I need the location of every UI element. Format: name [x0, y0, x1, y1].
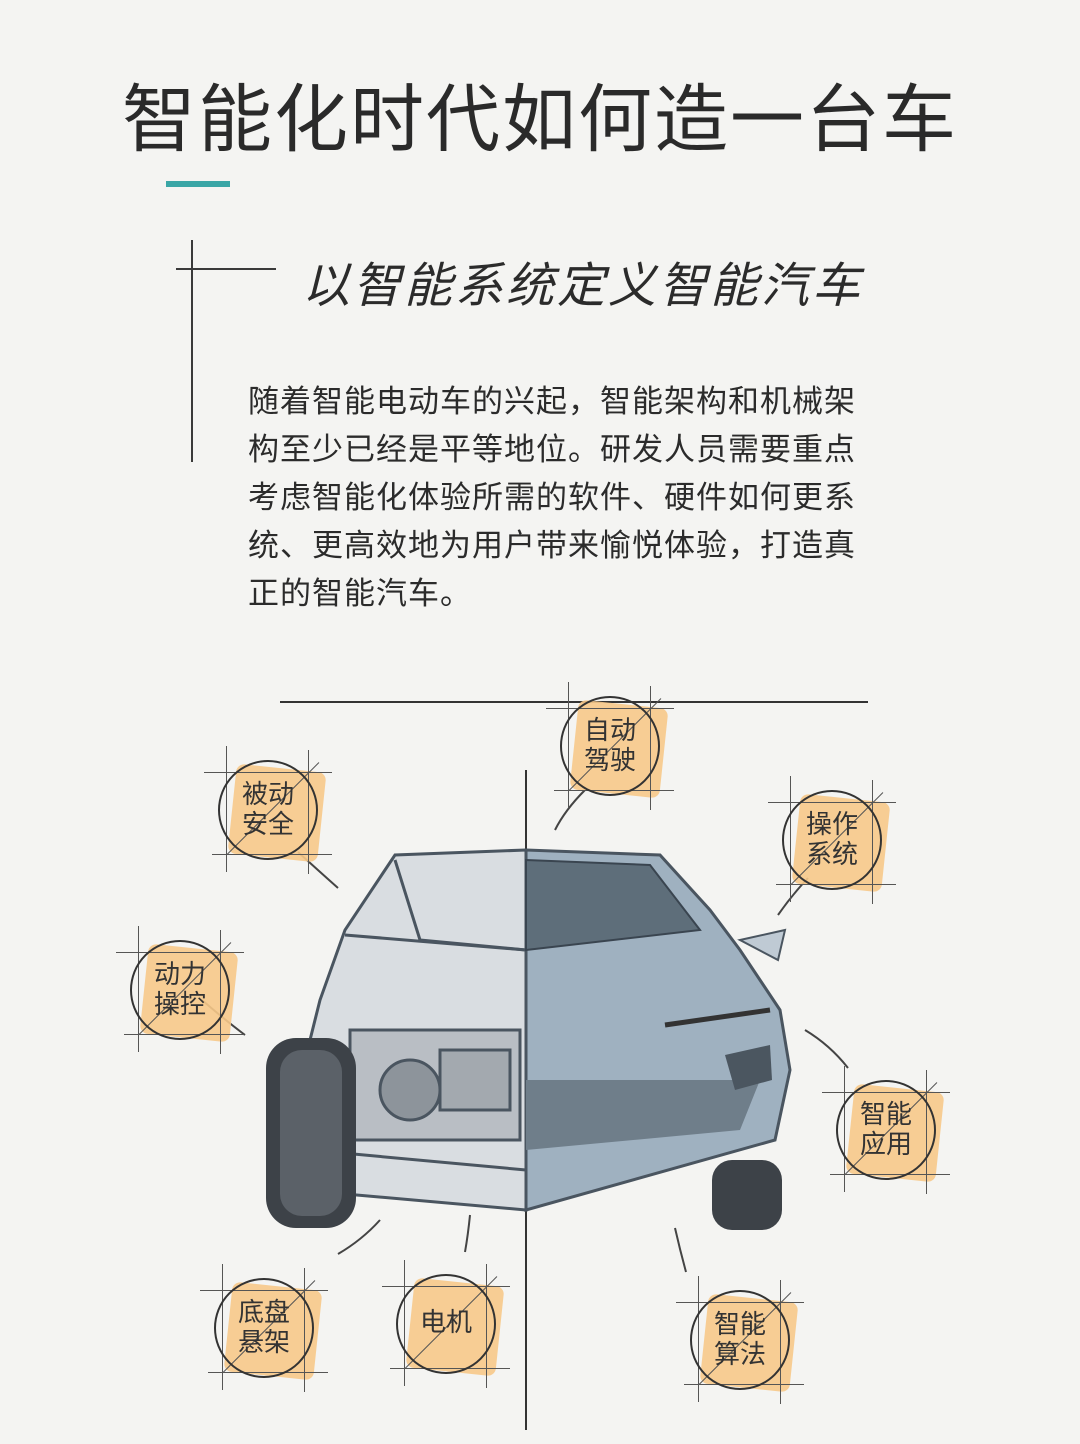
- bubble-smart-algorithms: 智能算法: [676, 1276, 804, 1404]
- subtitle: 以智能系统定义智能汽车: [302, 258, 864, 314]
- bubble-operating-system: 操作系统: [768, 776, 896, 904]
- body-line: 随着智能电动车的兴起，智能架构和机械架: [248, 384, 856, 420]
- bubble-chassis-suspension: 底盘悬架: [200, 1264, 328, 1392]
- accent-bar: [166, 181, 230, 187]
- bubble-passive-safety: 被动安全: [204, 746, 332, 874]
- car-sketch: [201, 701, 868, 1430]
- page-title: 智能化时代如何造一台车: [122, 77, 958, 163]
- body-line: 考虑智能化体验所需的软件、硬件如何更系: [248, 480, 856, 516]
- bubble-autonomous-driving: 自动驾驶: [546, 682, 674, 810]
- heading-rule-vertical: [191, 240, 193, 462]
- heading-rule-horizontal: [176, 268, 276, 270]
- body-line: 统、更高效地为用户带来愉悦体验，打造真: [248, 528, 856, 564]
- body-line: 正的智能汽车。: [248, 576, 472, 612]
- body-paragraph: 随着智能电动车的兴起，智能架构和机械架 构至少已经是平等地位。研发人员需要重点 …: [248, 378, 888, 618]
- bubble-motor: 电机: [382, 1260, 510, 1388]
- car-left-mechanical: [298, 848, 528, 1212]
- bubble-smart-apps: 智能应用: [822, 1066, 950, 1194]
- car-illustration: 自动驾驶 被动安全 操作系统 动力操控 智能应用 底盘悬架 电机 智能算法: [0, 650, 1080, 1440]
- body-line: 构至少已经是平等地位。研发人员需要重点: [248, 432, 856, 468]
- bubble-power-handling: 动力操控: [116, 926, 244, 1054]
- car-right-body: [524, 848, 792, 1212]
